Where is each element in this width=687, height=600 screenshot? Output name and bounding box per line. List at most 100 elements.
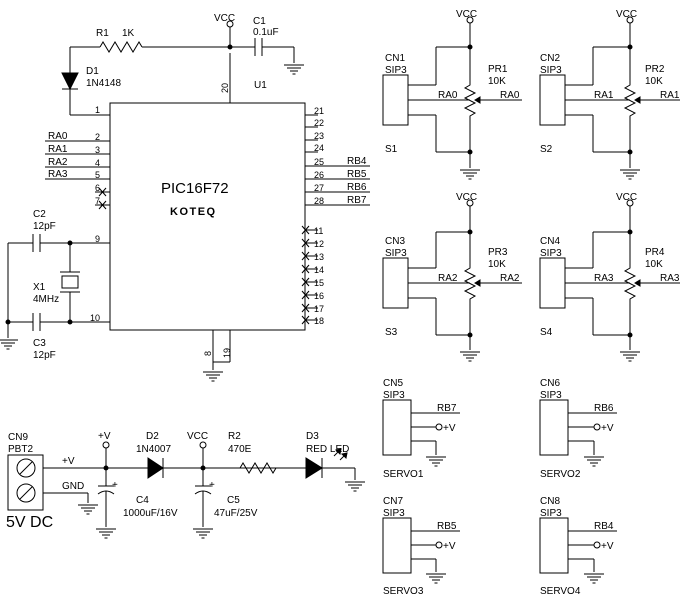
gnd-net-label: GND xyxy=(62,481,84,492)
servo-power-label: +V xyxy=(443,541,456,552)
terminal-block xyxy=(7,454,44,511)
pin-number: 23 xyxy=(314,131,324,141)
servo-name: SERVO1 xyxy=(383,469,424,480)
pin-number: 17 xyxy=(314,304,324,314)
pot-ref: PR4 xyxy=(645,247,665,258)
net-label-rb5: RB5 xyxy=(347,169,367,180)
pot-connector-ref: CN2 xyxy=(540,53,560,64)
pin-number: 27 xyxy=(314,183,324,193)
servo-net-label: RB6 xyxy=(594,403,614,414)
pin-number: 21 xyxy=(314,106,324,116)
pin-number: 2 xyxy=(95,132,100,142)
net-label-ra2: RA2 xyxy=(48,157,68,168)
c4-ref: C4 xyxy=(136,495,149,506)
ground-icon xyxy=(425,456,447,467)
input-voltage-label: 5V DC xyxy=(6,514,53,531)
pot-connector-pkg: SIP3 xyxy=(540,248,562,259)
oscillator-network: C2 12pF X1 4MHz C3 12pF xyxy=(0,209,80,361)
servo-name: SERVO4 xyxy=(540,586,581,597)
pin-number: 16 xyxy=(314,291,324,301)
d3-value: RED LED xyxy=(306,444,349,455)
d2-ref: D2 xyxy=(146,431,159,442)
c2-ref: C2 xyxy=(33,209,46,220)
pin-number: 5 xyxy=(95,170,100,180)
net-label-ra3: RA3 xyxy=(48,169,68,180)
x1-value: 4MHz xyxy=(33,294,59,305)
pin-number: 26 xyxy=(314,170,324,180)
r1-ref: R1 xyxy=(96,28,109,39)
pot-sheet-label: S2 xyxy=(540,144,553,155)
mcu-brand-logo: KOTEQ xyxy=(170,206,217,218)
pot-net-in: RA1 xyxy=(594,90,614,101)
pin-number: 4 xyxy=(95,158,100,168)
x1-ref: X1 xyxy=(33,282,46,293)
ground-icon xyxy=(583,573,605,584)
power-supply: CN9 PBT2 +V GND 5V DC +V VCC D2 1N4007 +… xyxy=(6,431,366,539)
pin-number: 19 xyxy=(222,348,232,358)
mcu-right-pin-numbers: 21 22 23 24 25 26 27 28 11 12 13 14 15 1… xyxy=(314,106,324,326)
c2-value: 12pF xyxy=(33,221,56,232)
servo-name: SERVO3 xyxy=(383,586,424,597)
pin-number: 7 xyxy=(95,196,100,206)
pin-number: 24 xyxy=(314,143,324,153)
pin-number: 20 xyxy=(220,83,230,93)
pot-net-in: RA2 xyxy=(438,273,458,284)
pot-value: 10K xyxy=(488,259,506,270)
led-d3-icon xyxy=(305,457,323,479)
servo-block-2: CN6 SIP3 RB6 +V SERVO2 xyxy=(539,378,617,480)
mcu-right-pin-lines xyxy=(305,114,370,321)
pot-block-3: VCC CN3 SIP3 PR3 10K RA2 RA2 S3 xyxy=(382,192,522,362)
pot-connector-pkg: SIP3 xyxy=(540,65,562,76)
net-label-rb4: RB4 xyxy=(347,156,367,167)
mcu-right-nc-marks xyxy=(301,225,310,325)
servo-connector-pkg: SIP3 xyxy=(383,508,405,519)
r2-value: 470E xyxy=(228,444,252,455)
pot-value: 10K xyxy=(645,76,663,87)
pot-connector-ref: CN3 xyxy=(385,236,405,247)
cn9-pkg: PBT2 xyxy=(8,444,33,455)
pot-net-out: RA0 xyxy=(500,90,520,101)
mcu-u1: PIC16F72 KOTEQ U1 1 2 3 4 5 6 7 9 xyxy=(45,53,370,382)
pin-number: 10 xyxy=(90,313,100,323)
c5-ref: C5 xyxy=(227,495,240,506)
pot-net-out: RA3 xyxy=(660,273,680,284)
vcc-label: VCC xyxy=(214,13,235,24)
net-label-ra0: RA0 xyxy=(48,131,68,142)
ground-icon xyxy=(77,504,99,515)
d1-ref: D1 xyxy=(86,66,99,77)
diode-d2-icon xyxy=(147,457,164,479)
servo-connector-ref: CN6 xyxy=(540,378,560,389)
pot-value: 10K xyxy=(645,259,663,270)
c1-value: 0.1uF xyxy=(253,27,279,38)
ground-icon xyxy=(202,371,224,382)
pot-connector-ref: CN4 xyxy=(540,236,560,247)
net-label-ra1: RA1 xyxy=(48,144,68,155)
r1-value: 1K xyxy=(122,28,135,39)
pot-ref: PR3 xyxy=(488,247,508,258)
vcc-label: VCC xyxy=(616,9,637,20)
vcc-terminal-icon xyxy=(199,441,207,449)
pin-number: 12 xyxy=(314,239,324,249)
c1-ref: C1 xyxy=(253,16,266,27)
ground-icon xyxy=(192,528,214,539)
pin-number: 13 xyxy=(314,252,324,262)
ground-icon xyxy=(425,573,447,584)
servo-block-4: CN8 SIP3 RB4 +V SERVO4 xyxy=(539,496,617,597)
mcu-ref-label: U1 xyxy=(254,80,267,91)
pin-number: 8 xyxy=(203,351,213,356)
diode-d1-icon xyxy=(61,72,79,91)
mcu-left-pin-lines xyxy=(45,114,110,323)
vcc-label: VCC xyxy=(616,192,637,203)
pot-ref: PR2 xyxy=(645,64,665,75)
ground-icon xyxy=(583,456,605,467)
mcu-part-label: PIC16F72 xyxy=(161,180,229,197)
d1-value: 1N4148 xyxy=(86,78,121,89)
net-label-rb7: RB7 xyxy=(347,195,367,206)
pot-block-2: VCC CN2 SIP3 PR2 10K RA1 RA1 S2 xyxy=(539,9,680,180)
pot-net-in: RA3 xyxy=(594,273,614,284)
reset-network: R1 1K D1 1N4148 VCC C1 0.1uF xyxy=(61,13,305,116)
servo-power-label: +V xyxy=(601,423,614,434)
vcc-label: VCC xyxy=(456,192,477,203)
ground-icon xyxy=(0,339,19,350)
